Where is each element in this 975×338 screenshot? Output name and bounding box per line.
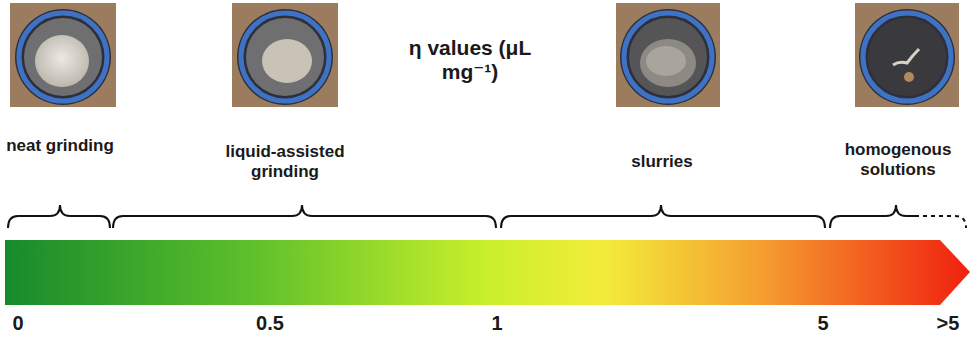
tick-label: >5 <box>928 312 968 335</box>
regime-label: slurries <box>607 152 717 172</box>
regime-label: homogenous solutions <box>836 140 961 179</box>
regime-label: neat grinding <box>5 136 115 156</box>
axis-title: η values (μL mg⁻¹) <box>405 36 535 84</box>
range-bracket <box>8 205 966 228</box>
tick-label: 1 <box>482 312 512 335</box>
tick-label: 5 <box>808 312 838 335</box>
gradient-arrow <box>5 240 970 305</box>
tick-label: 0 <box>3 312 33 335</box>
vial-photo <box>10 3 116 107</box>
vial-photo <box>616 3 720 107</box>
regime-label: liquid-assisted grinding <box>200 142 370 181</box>
vial-photo <box>855 3 959 107</box>
tick-label: 0.5 <box>245 312 295 335</box>
vial-photo <box>232 3 338 107</box>
